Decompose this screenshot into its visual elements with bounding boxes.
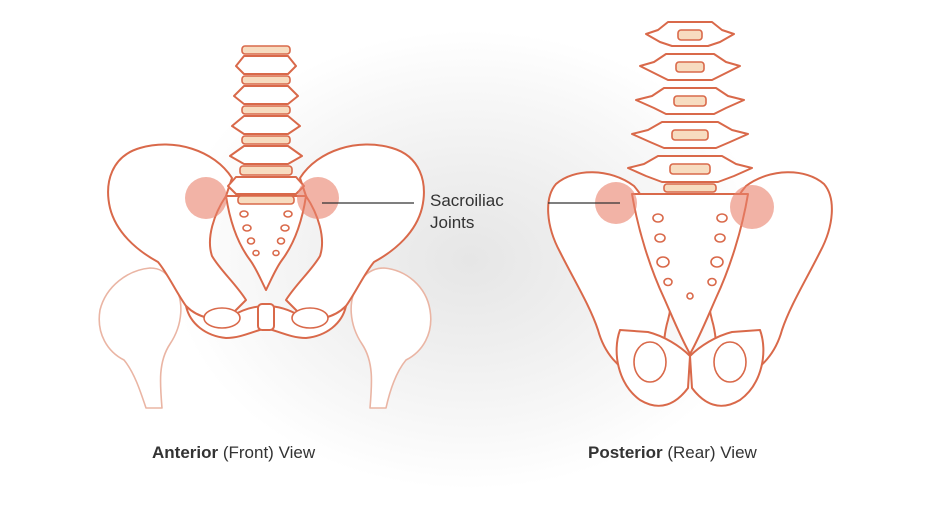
- anterior-left-obturator: [203, 307, 241, 329]
- anterior-caption-rest: (Front) View: [218, 443, 316, 462]
- posterior-left-obturator: [633, 341, 667, 383]
- posterior-sacral-foramina: [652, 213, 728, 300]
- label-line-2: Joints: [430, 213, 475, 232]
- posterior-caption-rest: (Rear) View: [662, 443, 757, 462]
- anterior-lumbar-spine: [227, 45, 305, 205]
- anterior-pelvis: [98, 45, 432, 409]
- anterior-caption-bold: Anterior: [152, 443, 219, 462]
- anterior-sacral-foramina: [239, 210, 293, 257]
- sacroiliac-joints-label: Sacroiliac Joints: [430, 190, 504, 234]
- posterior-pelvis: [547, 21, 833, 407]
- posterior-right-sacroiliac-joint: [730, 185, 774, 229]
- anterior-view-caption: Anterior (Front) View: [152, 443, 315, 463]
- posterior-right-obturator: [713, 341, 747, 383]
- anterior-sacrum: [225, 195, 307, 291]
- posterior-caption-bold: Posterior: [588, 443, 663, 462]
- posterior-view-caption: Posterior (Rear) View: [588, 443, 757, 463]
- anterior-right-femur: [350, 267, 432, 409]
- anterior-pubic-symphysis: [257, 303, 275, 331]
- label-line-1: Sacroiliac: [430, 191, 504, 210]
- anterior-left-sacroiliac-joint: [185, 177, 227, 219]
- anterior-left-femur: [98, 267, 182, 409]
- anterior-right-obturator: [291, 307, 329, 329]
- posterior-lumbar-spine: [627, 21, 753, 193]
- anterior-right-sacroiliac-joint: [297, 177, 339, 219]
